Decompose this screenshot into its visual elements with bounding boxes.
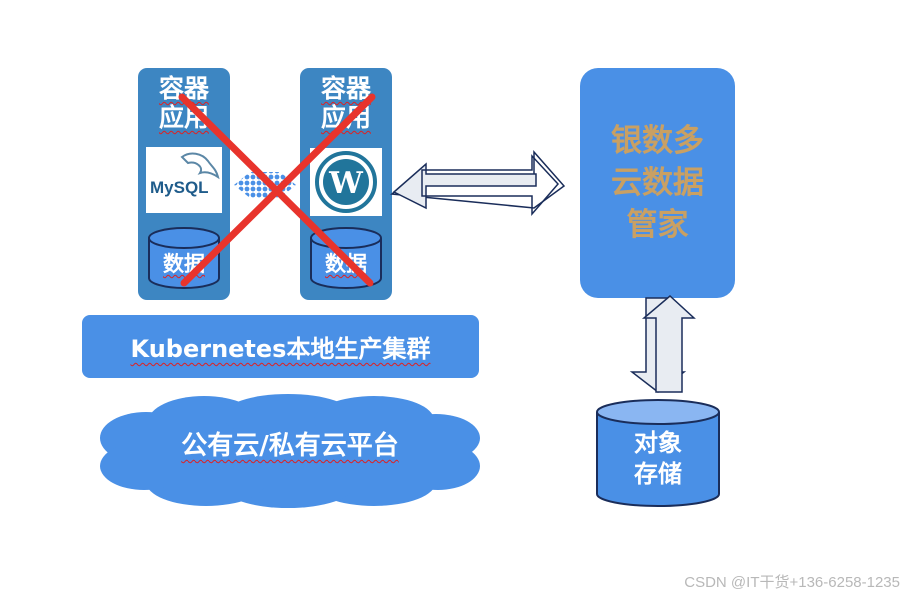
data-manager-label: 银数多 云数据 管家 — [580, 120, 735, 246]
watermark: CSDN @IT干货+136-6258-1235 — [684, 574, 900, 591]
kubernetes-cluster-bar: Kubernetes本地生产集群 — [82, 315, 479, 378]
dolphin-icon: MySQL — [150, 152, 220, 197]
wordpress-logo: W — [310, 148, 382, 216]
container-pod-mysql: 容器 应用 MySQL 数据 — [138, 68, 230, 300]
storage-line2: 存储 — [634, 460, 682, 488]
storage-line1: 对象 — [634, 429, 682, 457]
pod-database-cylinder — [148, 227, 220, 289]
vertical-bidirectional-arrow-icon — [629, 295, 696, 393]
object-storage-cylinder — [596, 399, 720, 507]
mysql-logo: MySQL — [146, 147, 222, 213]
cluster-label: Kubernetes本地生产集群 — [130, 335, 431, 363]
wordpress-logo-text: W — [328, 166, 364, 201]
manager-line3: 管家 — [626, 207, 689, 243]
cloud-label-text: 公有云/私有云平台 — [181, 431, 399, 461]
data-manager-box — [580, 68, 735, 298]
manager-line1: 银数多 — [611, 123, 704, 159]
mysql-logo-text: MySQL — [150, 178, 209, 197]
manager-line2: 云数据 — [611, 165, 704, 201]
bidirectional-arrow-icon — [390, 150, 566, 217]
cloud-platform-label: 公有云/私有云平台 — [100, 425, 480, 462]
cloud-shape — [100, 394, 480, 508]
wordpress-icon: W — [315, 151, 377, 213]
pod-title-line1: 容器 — [320, 74, 371, 103]
object-storage-label: 对象 存储 — [596, 428, 720, 490]
